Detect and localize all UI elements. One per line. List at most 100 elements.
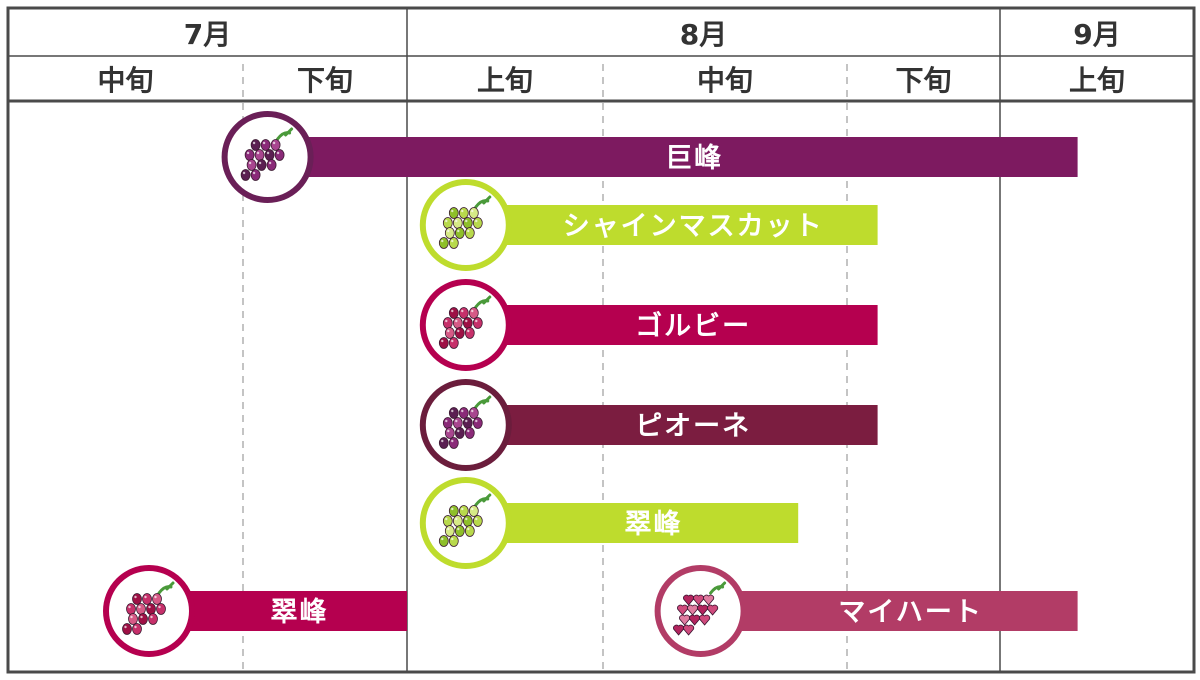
grape-highlight-icon	[266, 151, 270, 155]
grape-berry-icon	[452, 417, 463, 429]
grape-highlight-icon	[268, 161, 272, 165]
grape-highlight-icon	[467, 429, 470, 433]
grape-highlight-icon	[441, 239, 444, 243]
grape-berry-icon	[274, 149, 285, 161]
grape-highlight-icon	[447, 229, 450, 233]
grape-berry-icon	[444, 327, 455, 339]
grape-highlight-icon	[455, 517, 458, 521]
grape-berry-icon	[448, 505, 459, 517]
grape-berry-icon	[699, 614, 711, 626]
grape-berry-icon	[270, 139, 281, 151]
grape-highlight-icon	[451, 409, 454, 413]
series-bar-group: 翠峰	[419, 477, 799, 569]
grape-highlight-icon	[471, 209, 474, 213]
period-label: 上旬	[477, 64, 533, 97]
grape-highlight-icon	[124, 625, 127, 629]
grape-highlight-icon	[465, 319, 468, 323]
grape-highlight-icon	[461, 409, 464, 413]
grape-highlight-icon	[262, 141, 266, 145]
grape-highlight-icon	[148, 605, 151, 609]
grape-berry-icon	[240, 169, 251, 181]
grape-highlight-icon	[130, 615, 133, 619]
grape-highlight-icon	[258, 161, 262, 165]
grape-highlight-icon	[445, 319, 448, 323]
grape-highlight-icon	[447, 329, 450, 333]
grape-berry-icon	[448, 535, 459, 547]
series-bar-group: マイハート	[654, 565, 1078, 657]
grape-highlight-icon	[447, 527, 450, 531]
grape-highlight-icon	[134, 625, 137, 629]
grape-berry-icon	[707, 604, 719, 616]
grape-highlight-icon	[461, 309, 464, 313]
grape-highlight-icon	[445, 419, 448, 423]
grape-stem-icon	[474, 295, 492, 309]
grape-highlight-icon	[276, 151, 280, 155]
grape-berry-icon	[454, 525, 465, 537]
grape-highlight-icon	[457, 429, 460, 433]
series-bar	[465, 503, 799, 543]
grape-berry-icon	[256, 159, 267, 171]
series-label: 翠峰	[271, 597, 329, 628]
grape-berry-icon	[442, 417, 453, 429]
grape-berry-icon	[464, 227, 475, 239]
grape-highlight-icon	[445, 219, 448, 223]
period-label: 下旬	[895, 64, 951, 97]
grape-berry-icon	[138, 613, 148, 625]
grape-stem-icon	[709, 581, 727, 595]
grape-berry-icon	[448, 237, 459, 249]
grape-highlight-icon	[457, 527, 460, 531]
series-label: マイハート	[838, 597, 982, 628]
chart-header: 7月中旬下旬8月上旬中旬下旬9月上旬	[97, 18, 1125, 97]
grape-highlight-icon	[465, 517, 468, 521]
grape-berry-icon	[468, 407, 479, 419]
grape-highlight-icon	[140, 615, 143, 619]
grape-highlight-icon	[457, 329, 460, 333]
grape-highlight-icon	[475, 419, 478, 423]
grape-highlight-icon	[465, 419, 468, 423]
grape-berry-icon	[462, 317, 473, 329]
grape-berry-icon	[468, 505, 479, 517]
grape-highlight-icon	[441, 537, 444, 541]
grape-berry-icon	[142, 593, 152, 605]
grape-highlight-icon	[154, 595, 157, 599]
grape-berry-icon	[442, 217, 453, 229]
grape-berry-icon	[444, 227, 455, 239]
grape-highlight-icon	[256, 151, 260, 155]
month-label: 8月	[680, 18, 727, 51]
grape-highlight-icon	[248, 161, 252, 165]
grape-berry-icon	[132, 593, 142, 605]
grape-berry-icon	[444, 427, 455, 439]
grape-berry-icon	[462, 217, 473, 229]
grape-berry-icon	[458, 307, 469, 319]
series-bar-group: 翠峰	[103, 565, 407, 657]
grape-highlight-icon	[451, 209, 454, 213]
series-bar	[465, 205, 878, 245]
grape-highlight-icon	[461, 507, 464, 511]
grape-berry-icon	[452, 515, 463, 527]
grape-highlight-icon	[252, 141, 256, 145]
grape-berry-icon	[448, 307, 459, 319]
grape-berry-icon	[472, 217, 483, 229]
grape-highlight-icon	[467, 329, 470, 333]
grape-highlight-icon	[138, 605, 141, 609]
grape-berry-icon	[438, 437, 449, 449]
grape-highlight-icon	[467, 527, 470, 531]
series-label: ピオーネ	[635, 411, 751, 442]
grape-highlight-icon	[242, 171, 246, 175]
grape-highlight-icon	[475, 319, 478, 323]
grape-berry-icon	[454, 327, 465, 339]
grape-berry-icon	[132, 623, 142, 635]
grape-berry-icon	[683, 624, 695, 636]
grape-highlight-icon	[447, 429, 450, 433]
grape-highlight-icon	[252, 171, 256, 175]
grape-stem-icon	[157, 581, 175, 595]
grape-berry-icon	[454, 427, 465, 439]
grape-highlight-icon	[451, 309, 454, 313]
grape-highlight-icon	[455, 219, 458, 223]
grape-highlight-icon	[455, 419, 458, 423]
month-label: 7月	[184, 18, 231, 51]
series-label: 巨峰	[665, 143, 723, 174]
grape-highlight-icon	[451, 339, 454, 343]
grape-highlight-icon	[150, 615, 153, 619]
